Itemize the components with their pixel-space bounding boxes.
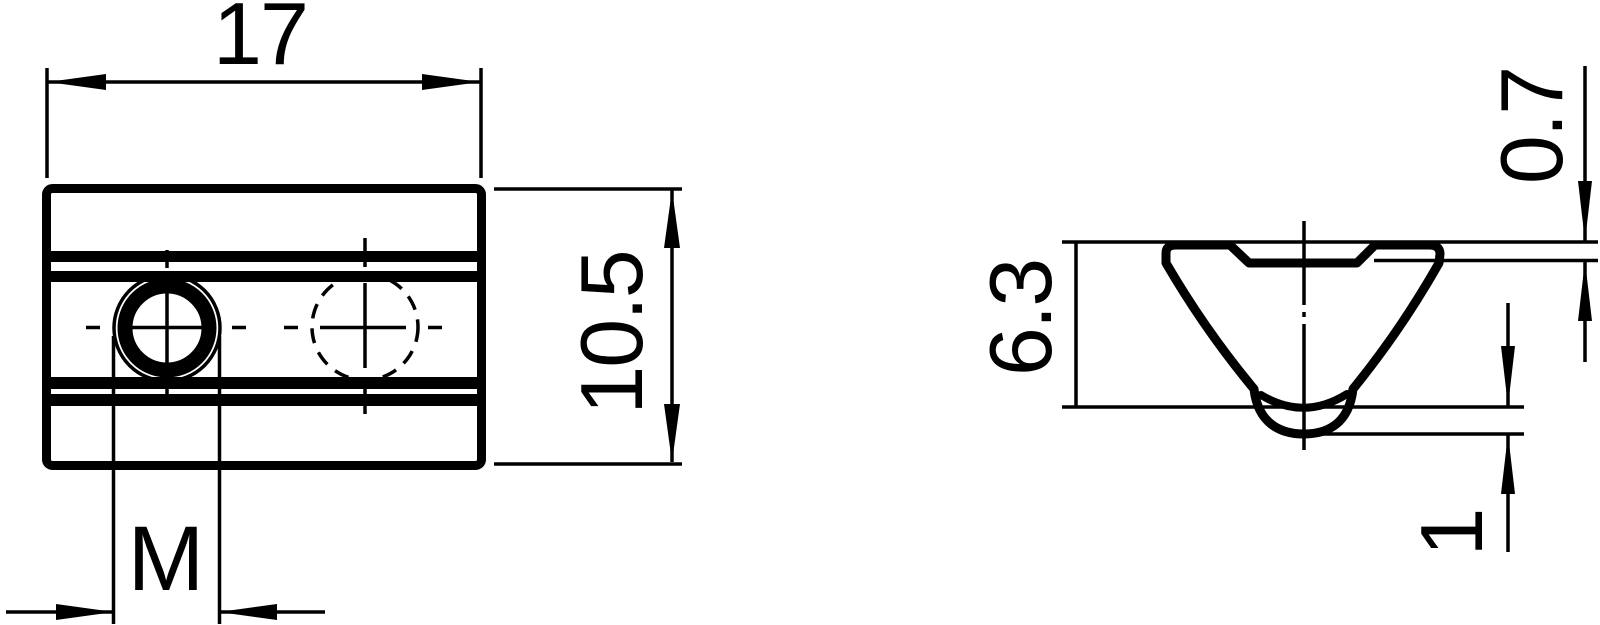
arrowhead-down-icon [1501, 346, 1515, 406]
arrowhead-inward-left-icon [56, 604, 114, 620]
arrowhead-up-icon [1501, 434, 1515, 494]
arrowhead-up-icon [664, 190, 680, 248]
dimension-1: 1 [1402, 303, 1515, 556]
dimension-17: 17 [45, 0, 483, 178]
pilot-hole-dashed-circle [310, 272, 420, 382]
dimension-6-3: 6.3 [971, 242, 1078, 407]
groove-line-top-2 [50, 271, 478, 282]
groove-line-top-1 [50, 251, 478, 262]
dimension-10-5: 10.5 [494, 187, 682, 466]
arrowhead-up-icon [1578, 261, 1592, 321]
arrowhead-left-icon [48, 74, 106, 90]
arrowhead-right-icon [422, 74, 480, 90]
extension-lines-10-5 [494, 187, 682, 466]
groove-line-bottom-2 [50, 394, 478, 406]
extension-lines-17 [45, 68, 483, 178]
dimension-label-profile-depth: 6.3 [971, 260, 1070, 376]
front-view: 17 10.5 M [6, 0, 682, 624]
dimension-label-thread: M [128, 508, 205, 610]
arrowhead-down-icon [1578, 181, 1592, 241]
thread-hole-outer-circle [112, 273, 222, 383]
dimension-label-height: 10.5 [562, 251, 661, 414]
dimension-label-protrusion: 1 [1402, 510, 1501, 557]
side-view: 6.3 0.7 1 [971, 66, 1598, 556]
dimension-label-lip-step: 0.7 [1482, 68, 1581, 184]
dimension-label-width: 17 [213, 0, 307, 83]
extension-lines-m [111, 336, 222, 624]
front-view-outline [42, 184, 486, 470]
dimension-0-7: 0.7 [1482, 66, 1592, 362]
arrowhead-down-icon [664, 404, 680, 462]
arrowhead-inward-right-icon [219, 604, 277, 620]
dimension-m: M [6, 336, 325, 624]
